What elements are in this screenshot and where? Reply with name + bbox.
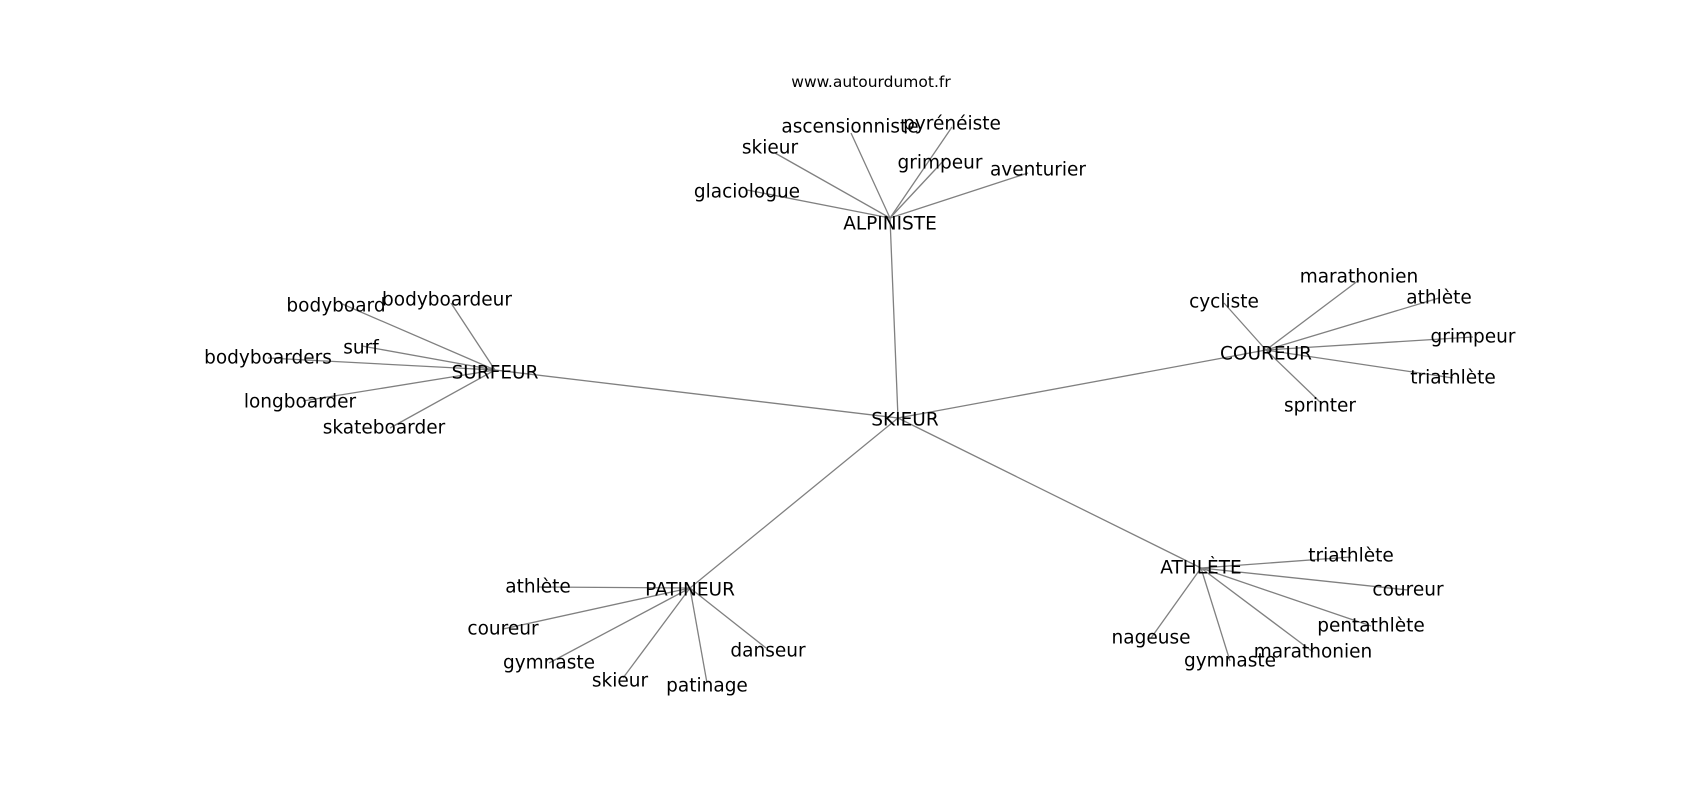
edge-leaf-3-1 <box>502 587 691 630</box>
edge-leaf-1-1 <box>1223 302 1267 351</box>
edge-center-0 <box>889 217 899 419</box>
edge-leaf-3-4 <box>689 587 708 684</box>
leaf-node: longboarder <box>244 392 357 413</box>
edge-leaf-4-2 <box>1200 567 1372 627</box>
leaf-node: coureur <box>1372 580 1444 601</box>
edge-leaf-3-2 <box>548 587 691 664</box>
edge-leaf-3-3 <box>622 587 691 679</box>
leaf-node: skieur <box>742 138 799 159</box>
edge-leaf-1-3 <box>1265 336 1474 351</box>
edges-layer <box>267 126 1474 684</box>
edge-leaf-2-3 <box>361 345 496 371</box>
edge-leaf-2-0 <box>339 302 496 371</box>
edge-center-1 <box>897 349 1267 419</box>
leaf-node: nageuse <box>1112 628 1191 649</box>
leaf-node: bodyboardeur <box>382 290 512 311</box>
edge-center-2 <box>494 369 899 419</box>
leaf-node: glaciologue <box>694 182 800 203</box>
edge-leaf-4-5 <box>1200 567 1314 653</box>
hub-node: ALPINISTE <box>843 214 937 235</box>
edge-leaf-0-4 <box>889 172 1029 219</box>
leaf-node: marathonien <box>1254 642 1373 663</box>
edge-center-3 <box>689 417 899 589</box>
hub-node: COUREUR <box>1220 344 1312 365</box>
leaf-node: aventurier <box>990 160 1086 181</box>
leaf-node: sprinter <box>1284 396 1356 417</box>
leaf-node: cycliste <box>1189 292 1259 313</box>
edge-leaf-4-3 <box>1150 567 1202 639</box>
leaf-node: pyrénéiste <box>903 114 1001 135</box>
leaf-node: bodyboard <box>286 296 385 317</box>
hub-node: PATINEUR <box>645 580 735 601</box>
edge-leaf-3-0 <box>537 586 691 589</box>
hub-node: ATHLÈTE <box>1160 557 1241 579</box>
edge-leaf-0-2 <box>774 152 891 219</box>
hub-node: SURFEUR <box>452 363 539 384</box>
edge-leaf-4-1 <box>1200 567 1409 591</box>
leaf-node: coureur <box>467 619 539 640</box>
leaf-node: pentathlète <box>1317 616 1425 637</box>
edge-leaf-0-0 <box>850 132 891 219</box>
edge-leaf-2-4 <box>302 369 496 402</box>
edge-leaf-1-0 <box>1265 279 1360 351</box>
leaf-node: surf <box>343 338 379 359</box>
leaf-node: marathonien <box>1300 267 1419 288</box>
leaf-node: ascensionniste <box>781 117 918 138</box>
leaf-node: gymnaste <box>503 653 595 674</box>
edge-leaf-4-0 <box>1200 556 1352 569</box>
leaf-node: grimpeur <box>1431 327 1516 348</box>
edge-leaf-0-3 <box>889 157 947 219</box>
leaf-node: athlète <box>505 577 570 598</box>
edge-leaf-1-2 <box>1265 297 1440 351</box>
leaf-node: athlète <box>1406 288 1471 309</box>
edge-leaf-0-5 <box>746 189 891 219</box>
edge-leaf-4-4 <box>1200 567 1231 662</box>
edge-leaf-2-1 <box>450 302 496 371</box>
edge-leaf-3-5 <box>689 587 767 649</box>
labels-layer: www.autourdumot.fr ascensionnistepyrénéi… <box>204 73 1516 697</box>
leaf-node: gymnaste <box>1184 651 1276 672</box>
leaf-node: bodyboarders <box>204 348 332 369</box>
leaf-node: skateboarder <box>323 418 446 439</box>
edge-leaf-1-4 <box>1265 349 1454 379</box>
leaf-node: skieur <box>592 671 649 692</box>
leaf-node: patinage <box>666 676 748 697</box>
edge-leaf-2-5 <box>389 369 496 429</box>
edge-leaf-1-5 <box>1265 349 1321 403</box>
edge-center-4 <box>897 417 1202 569</box>
source-label: www.autourdumot.fr <box>791 73 951 91</box>
leaf-node: triathlète <box>1308 546 1393 567</box>
edge-leaf-2-2 <box>267 357 496 371</box>
leaf-node: grimpeur <box>898 153 983 174</box>
center-node: SKIEUR <box>871 410 939 431</box>
leaf-node: danseur <box>730 641 806 662</box>
edge-leaf-0-1 <box>889 126 953 219</box>
leaf-node: triathlète <box>1410 368 1495 389</box>
